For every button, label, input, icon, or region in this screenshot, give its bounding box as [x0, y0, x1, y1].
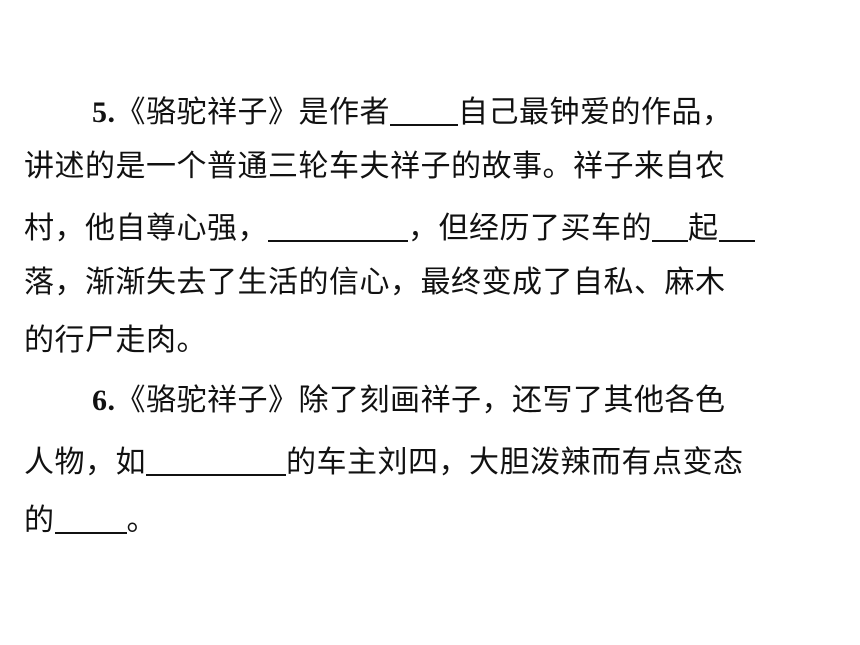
q5-line-3: 村，他自尊心强， ，但经历了买车的 起 [24, 204, 755, 246]
q5-blank-author[interactable] [390, 92, 458, 126]
q6-text-3b: 。 [126, 503, 157, 538]
q5-number: 5. [92, 96, 116, 129]
q5-text-4: 落，渐渐失去了生活的信心，最终变成了自私、麻木 [24, 265, 726, 300]
q5-text-2: 讲述的是一个普通三轮车夫祥子的故事。祥子来自农 [24, 149, 726, 184]
q6-blank-character[interactable] [54, 500, 127, 534]
q6-number: 6. [92, 384, 116, 417]
q6-text-2a: 人物，如 [24, 445, 146, 480]
q6-line-3: 的。 [24, 496, 157, 538]
q5-blank-trait[interactable] [268, 208, 408, 242]
q5-text-3b: ，但经历了买车的 [408, 211, 652, 246]
q6-blank-owner[interactable] [146, 442, 286, 476]
q6-text-3a: 的 [24, 503, 55, 538]
q5-text-1b: 自己最钟爱的作品， [458, 95, 733, 130]
q5-text-3a: 村，他自尊心强， [24, 211, 268, 246]
q6-text-1: 《骆驼祥子》除了刻画祥子，还写了其他各色 [115, 383, 726, 418]
q5-line-5: 的行尸走肉。 [24, 320, 207, 362]
q5-text-3c: 起 [688, 211, 719, 246]
q5-text-5: 的行尸走肉。 [24, 323, 207, 358]
q6-line-2: 人物，如 的车主刘四，大胆泼辣而有点变态 [24, 438, 744, 480]
q5-line-1: 5.《骆驼祥子》是作者 自己最钟爱的作品， [92, 88, 733, 130]
q6-line-1: 6.《骆驼祥子》除了刻画祥子，还写了其他各色 [92, 380, 726, 422]
q5-text-1a: 《骆驼祥子》是作者 [115, 95, 390, 130]
q5-line-4: 落，渐渐失去了生活的信心，最终变成了自私、麻木 [24, 262, 726, 304]
q6-text-2b: 的车主刘四，大胆泼辣而有点变态 [286, 445, 744, 480]
q5-blank-count-1[interactable] [652, 208, 688, 242]
q5-line-2: 讲述的是一个普通三轮车夫祥子的故事。祥子来自农 [24, 146, 726, 188]
q5-blank-count-2[interactable] [718, 208, 755, 242]
